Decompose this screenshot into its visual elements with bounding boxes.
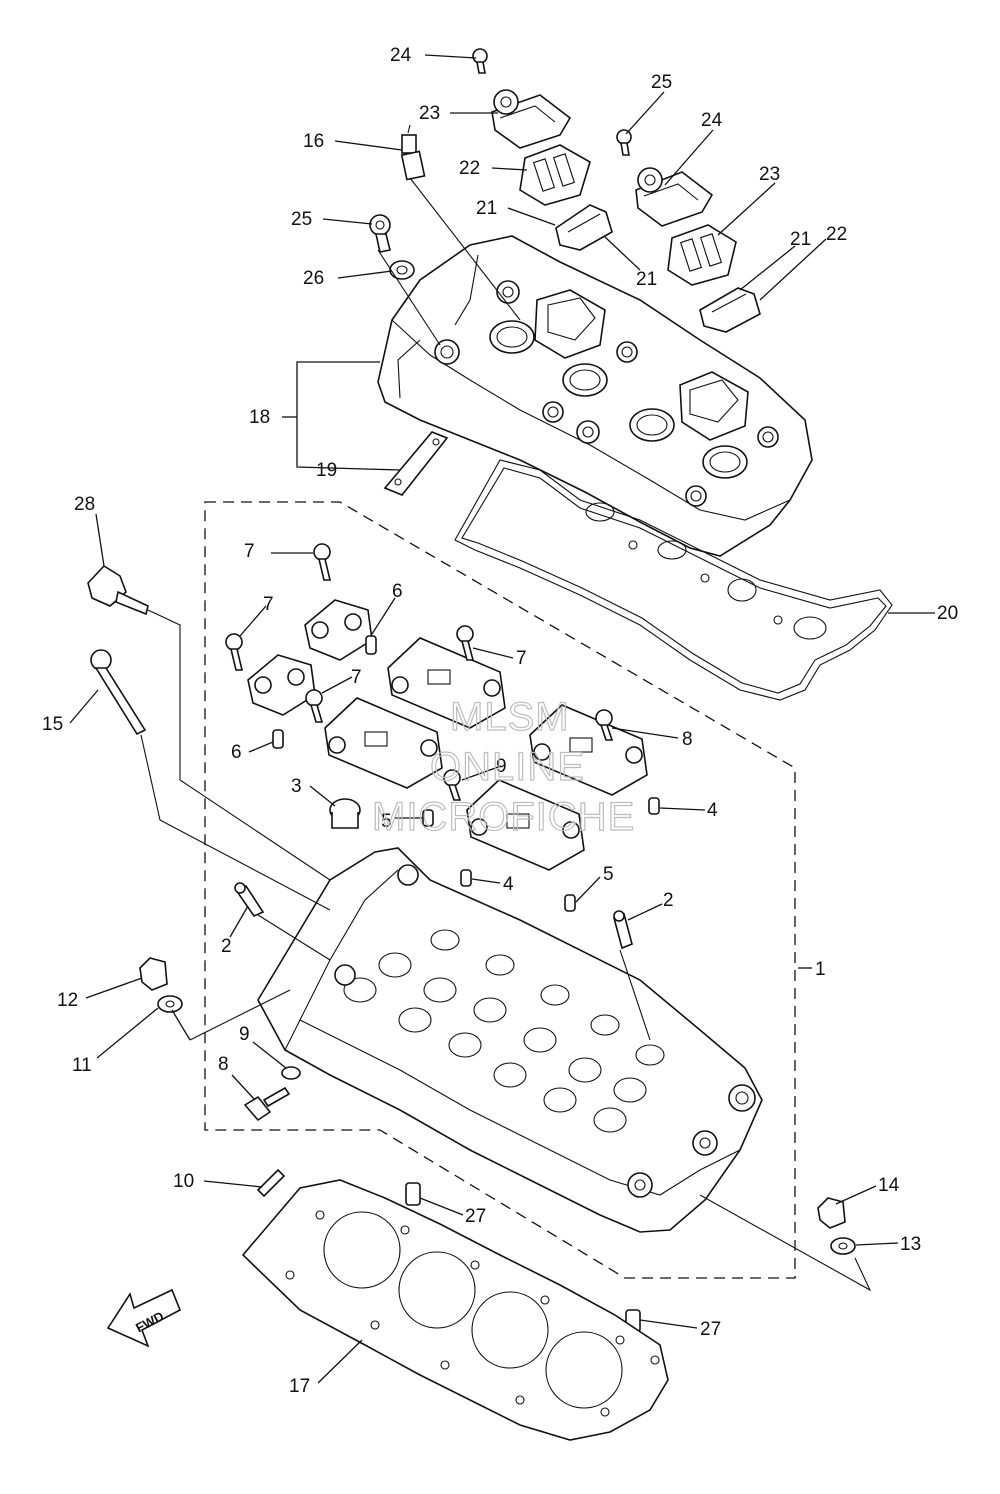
oil-nut-and-washer-right bbox=[817, 1197, 856, 1255]
callout-7-f: 9 bbox=[496, 756, 507, 777]
cylinder-head-assembly-boundary bbox=[204, 501, 796, 1279]
cover-grommet bbox=[389, 260, 415, 280]
callout-22-a: 22 bbox=[459, 158, 480, 179]
stud-bolts bbox=[234, 882, 633, 950]
callout-5-b: 5 bbox=[603, 864, 614, 885]
callout-16: 16 bbox=[303, 131, 324, 152]
valve-train bbox=[343, 929, 665, 1133]
head-bolt-long bbox=[90, 649, 147, 736]
leader-lines bbox=[69, 54, 935, 1384]
callout-12: 12 bbox=[57, 990, 78, 1011]
coil-seal-right bbox=[667, 224, 737, 286]
cylinder-head bbox=[257, 847, 763, 1233]
callout-25: 25 bbox=[291, 209, 312, 230]
callout-3: 3 bbox=[291, 776, 302, 797]
watermark-line-1: MLSM bbox=[450, 695, 570, 739]
watermark: MLSM ONLINE MICROFICHE bbox=[371, 694, 635, 839]
coil-screw-left bbox=[472, 48, 488, 74]
callout-4-a: 4 bbox=[707, 800, 718, 821]
cam-cap-e bbox=[529, 704, 648, 796]
callout-23-b: 24 bbox=[701, 110, 723, 131]
callout-5-a: 5 bbox=[381, 811, 392, 832]
callout-2-a: 2 bbox=[663, 890, 674, 911]
callout-14: 14 bbox=[878, 1175, 900, 1196]
oil-nut-and-washer-left bbox=[139, 957, 183, 1013]
cam-cap-a bbox=[304, 599, 373, 661]
callout-19: 19 bbox=[316, 460, 337, 481]
breather-plate bbox=[383, 431, 449, 496]
watermark-line-3: MICROFICHE bbox=[372, 795, 635, 839]
coil-seal-left bbox=[519, 144, 591, 206]
cam-cap-f bbox=[466, 779, 585, 871]
callout-15: 15 bbox=[42, 714, 63, 735]
cap-bolts bbox=[225, 543, 614, 801]
callout-13: 13 bbox=[900, 1234, 921, 1255]
coil-connector-right bbox=[699, 287, 761, 333]
callout-21-b: 21 bbox=[636, 269, 657, 290]
cover-bolt bbox=[369, 214, 391, 253]
callout-28: 28 bbox=[74, 494, 95, 515]
callout-11: 11 bbox=[72, 1055, 92, 1076]
callout-24-a: 24 bbox=[390, 45, 412, 66]
callout-9: 9 bbox=[239, 1024, 250, 1045]
cylinder-head-gasket bbox=[241, 1179, 669, 1441]
spark-plug bbox=[400, 124, 426, 181]
callout-21-d: 22 bbox=[826, 224, 847, 245]
callout-21-a: 21 bbox=[476, 198, 497, 219]
stud-10 bbox=[256, 1168, 286, 1198]
callout-1: 1 bbox=[815, 959, 826, 980]
coil-connector-left bbox=[555, 204, 613, 251]
callout-27-a: 27 bbox=[465, 1206, 486, 1227]
callout-10: 10 bbox=[173, 1171, 194, 1192]
callout-6-a: 6 bbox=[392, 581, 403, 602]
oil-bolt bbox=[87, 564, 149, 616]
callout-26: 26 bbox=[303, 268, 324, 289]
coil-cap-right bbox=[635, 167, 714, 227]
cylinder-head-cover bbox=[377, 235, 813, 557]
coil-cap-left bbox=[491, 89, 572, 149]
dowel-pins bbox=[272, 635, 660, 912]
cam-cap-b bbox=[247, 654, 316, 716]
callout-18: 18 bbox=[249, 407, 270, 428]
callout-4-b: 4 bbox=[503, 874, 514, 895]
callout-21-c: 21 bbox=[790, 229, 811, 250]
callout-27-b: 27 bbox=[700, 1319, 721, 1340]
callout-20: 20 bbox=[937, 603, 958, 624]
side-bolt-and-washer bbox=[243, 1066, 301, 1122]
callout-2-b: 2 bbox=[221, 936, 232, 957]
part-callouts: 24 23 16 22 21 21 25 24 23 21 22 25 26 1… bbox=[42, 45, 958, 1397]
callout-6-b: 6 bbox=[231, 742, 242, 763]
callout-7-e: 8 bbox=[682, 729, 693, 750]
callout-7-a: 7 bbox=[244, 541, 255, 562]
cam-cap-c bbox=[387, 637, 506, 729]
coil-screw-right bbox=[616, 129, 632, 156]
head-plug bbox=[329, 798, 361, 829]
fwd-direction-arrow: FWD bbox=[106, 1288, 182, 1348]
callout-22-b: 23 bbox=[759, 164, 780, 185]
callout-7-d: 7 bbox=[351, 667, 362, 688]
callout-17: 17 bbox=[289, 1376, 310, 1397]
callout-24-b: 25 bbox=[651, 72, 672, 93]
head-cover-gasket bbox=[454, 459, 893, 701]
cam-cap-d bbox=[324, 697, 443, 789]
watermark-line-2: ONLINE bbox=[430, 745, 585, 789]
callout-23-a: 23 bbox=[419, 103, 440, 124]
callout-7-b: 7 bbox=[263, 594, 274, 615]
callout-8: 8 bbox=[218, 1054, 229, 1075]
callout-7-c: 7 bbox=[516, 648, 527, 669]
